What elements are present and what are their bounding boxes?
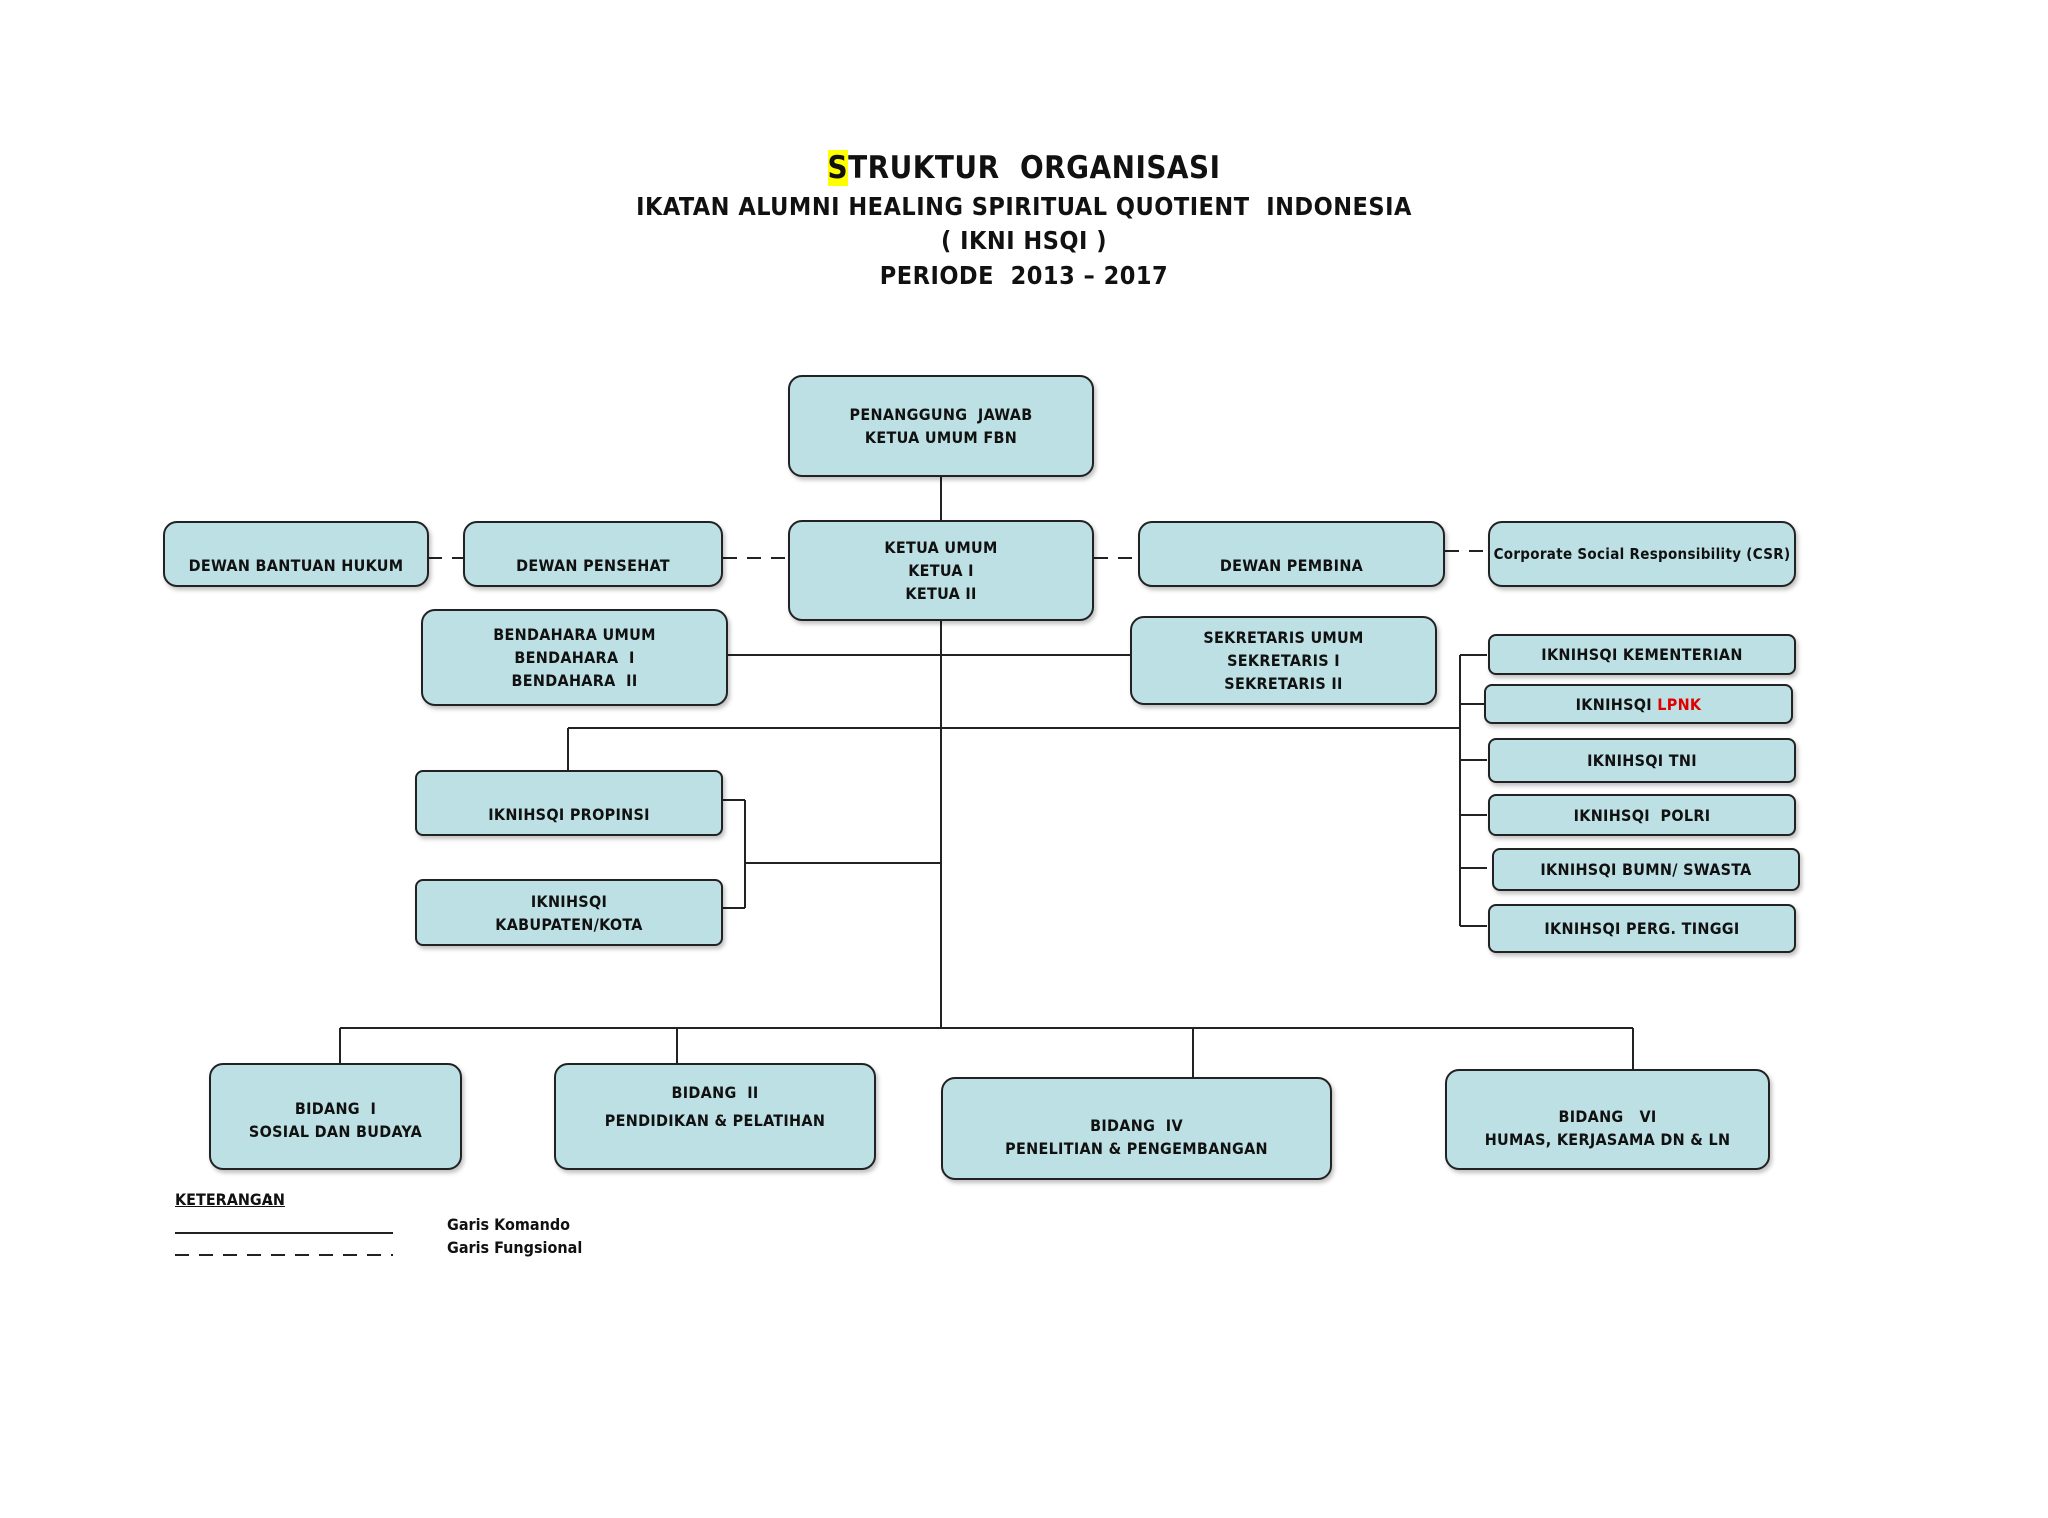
node-line: IKNIHSQI PROPINSI — [488, 804, 650, 824]
node-line: BIDANG IV — [1090, 1115, 1183, 1135]
node-line: BENDAHARA UMUM — [493, 625, 656, 644]
legend-colon: : — [267, 1190, 273, 1209]
node-line: SOSIAL DAN BUDAYA — [248, 1121, 423, 1141]
node-line: BENDAHARA I — [514, 648, 635, 667]
node-line: DEWAN BANTUAN HUKUM — [188, 555, 404, 575]
node-iknihsqi-kabupaten: IKNIHSQI KABUPATEN/KOTA — [415, 879, 723, 946]
node-line: SEKRETARIS II — [1224, 674, 1343, 693]
node-line: IKNIHSQI LPNK — [1576, 693, 1702, 716]
node-ketua-umum: KETUA UMUM KETUA I KETUA II — [788, 520, 1094, 621]
node-line: IKNIHSQI KEMENTERIAN — [1541, 645, 1743, 664]
node-line: DEWAN PENSEHAT — [516, 555, 670, 575]
node-dewan-pembina: DEWAN PEMBINA — [1138, 521, 1445, 587]
node-line: IKNIHSQI PERG. TINGGI — [1544, 919, 1740, 938]
node-penanggung-jawab: PENANGGUNG JAWAB KETUA UMUM FBN — [788, 375, 1094, 477]
node-iknihsqi-kementerian: IKNIHSQI KEMENTERIAN — [1488, 634, 1796, 675]
node-line: PENANGGUNG JAWAB — [849, 405, 1033, 424]
node-iknihsqi-perg-tinggi: IKNIHSQI PERG. TINGGI — [1488, 904, 1796, 953]
node-line: KETUA I — [908, 561, 974, 580]
node-bidang-4: BIDANG IV PENELITIAN & PENGEMBANGAN — [941, 1077, 1332, 1180]
node-line: IKNIHSQI POLRI — [1573, 805, 1711, 825]
node-iknihsqi-tni: IKNIHSQI TNI — [1488, 738, 1796, 783]
node-iknihsqi-bumn: IKNIHSQI BUMN/ SWASTA — [1492, 848, 1800, 891]
node-dewan-bantuan-hukum: DEWAN BANTUAN HUKUM — [163, 521, 429, 587]
node-line: BIDANG VI — [1558, 1106, 1657, 1126]
node-csr: Corporate Social Responsibility (CSR) — [1488, 521, 1796, 587]
legend-title: KETERANGAN — [175, 1190, 285, 1209]
node-line: KETUA UMUM — [884, 538, 998, 557]
node-iknihsqi-polri: IKNIHSQI POLRI — [1488, 794, 1796, 836]
chart-subtitle: IKATAN ALUMNI HEALING SPIRITUAL QUOTIENT… — [636, 192, 1412, 221]
node-line: PENDIDIKAN & PELATIHAN — [604, 1111, 826, 1130]
legend-solid-label: Garis Komando — [447, 1215, 571, 1234]
node-bendahara: BENDAHARA UMUM BENDAHARA I BENDAHARA II — [421, 609, 728, 706]
node-line: SEKRETARIS UMUM — [1203, 628, 1364, 647]
title-rest: TRUKTUR ORGANISASI — [848, 150, 1221, 186]
node-bidang-2: BIDANG II PENDIDIKAN & PELATIHAN — [554, 1063, 876, 1170]
node-line: KABUPATEN/KOTA — [495, 914, 643, 934]
node-line: Corporate Social Responsibility (CSR) — [1493, 544, 1791, 563]
title-initial-highlight: S — [827, 150, 849, 186]
chart-abbreviation: ( IKNI HSQI ) — [940, 226, 1107, 255]
node-line: DEWAN PEMBINA — [1219, 555, 1364, 575]
node-line: BENDAHARA II — [511, 671, 638, 690]
node-line: PENELITIAN & PENGEMBANGAN — [1005, 1138, 1268, 1158]
node-line: KETUA II — [905, 584, 977, 603]
node-line: KETUA UMUM FBN — [864, 428, 1018, 447]
node-dewan-pensehat: DEWAN PENSEHAT — [463, 521, 723, 587]
node-line: HUMAS, KERJASAMA DN & LN — [1484, 1129, 1731, 1149]
node-bidang-1: BIDANG I SOSIAL DAN BUDAYA — [209, 1063, 462, 1170]
node-line: IKNIHSQI TNI — [1587, 751, 1697, 770]
node-iknihsqi-propinsi: IKNIHSQI PROPINSI — [415, 770, 723, 836]
lpnk-prefix: IKNIHSQI — [1575, 694, 1658, 714]
node-line: BIDANG I — [294, 1098, 377, 1118]
lpnk-red-label: LPNK — [1657, 694, 1702, 714]
node-line: BIDANG II — [671, 1083, 759, 1102]
node-iknihsqi-lpnk: IKNIHSQI LPNK — [1484, 684, 1793, 724]
node-sekretaris: SEKRETARIS UMUM SEKRETARIS I SEKRETARIS … — [1130, 616, 1437, 705]
chart-period: PERIODE 2013 – 2017 — [879, 261, 1169, 290]
node-bidang-6: BIDANG VI HUMAS, KERJASAMA DN & LN — [1445, 1069, 1770, 1170]
legend-dashed-label: Garis Fungsional — [447, 1238, 583, 1257]
chart-title: STRUKTUR ORGANISASI — [0, 150, 2048, 186]
node-line: IKNIHSQI BUMN/ SWASTA — [1540, 860, 1752, 879]
node-line: SEKRETARIS I — [1227, 651, 1340, 670]
node-line: IKNIHSQI — [530, 891, 608, 911]
